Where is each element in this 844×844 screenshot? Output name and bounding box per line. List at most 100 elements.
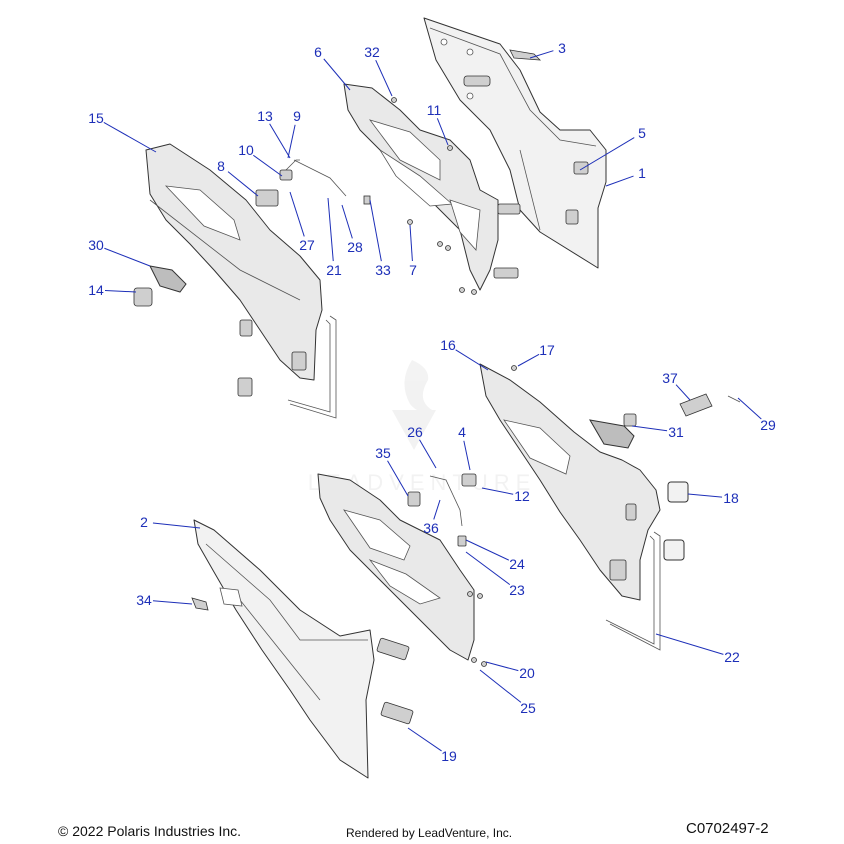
callout-33: 33: [375, 262, 391, 278]
leader-line-31: [631, 425, 668, 432]
callout-11: 11: [427, 102, 442, 118]
leader-line-27: [289, 191, 305, 237]
trim-tab-left: [237, 377, 253, 397]
leader-line-10: [253, 154, 283, 177]
callout-19: 19: [441, 748, 457, 764]
callout-16: 16: [440, 337, 456, 353]
part-11-fastener: [447, 145, 453, 151]
copyright-text: © 2022 Polaris Industries Inc.: [58, 823, 242, 839]
leader-line-15: [103, 122, 157, 153]
callout-27: 27: [299, 237, 315, 253]
part-6-inner-frame-upper: [343, 83, 521, 295]
part-2-outer-door-lower: [193, 519, 375, 779]
leader-line-37: [675, 384, 691, 401]
callout-2: 2: [140, 514, 148, 530]
rendered-by-text: Rendered by LeadVenture, Inc.: [346, 826, 513, 840]
callout-24: 24: [509, 556, 525, 572]
callout-5: 5: [638, 125, 646, 141]
callout-8: 8: [217, 158, 225, 174]
leader-line-20: [485, 661, 519, 672]
part-7-fastener: [407, 219, 413, 225]
leader-line-8: [227, 171, 259, 197]
callout-18: 18: [723, 490, 739, 506]
part-30-door-pull: [149, 265, 187, 293]
callout-12: 12: [514, 488, 530, 504]
part-17-fastener: [511, 365, 517, 371]
latch-assembly-left: [255, 159, 347, 207]
leader-line-7: [409, 224, 413, 262]
leader-line-11: [436, 118, 449, 146]
part-33-clip: [363, 195, 371, 205]
leader-line-17: [517, 353, 540, 367]
callout-15: 15: [88, 110, 104, 126]
callout-14: 14: [88, 282, 104, 298]
part-19-bracket: [376, 637, 414, 725]
leader-line-24: [465, 539, 510, 561]
callout-6: 6: [314, 44, 322, 60]
part-37-pin: [679, 393, 713, 417]
inner-frame-lower: [317, 473, 487, 667]
leader-line-28: [341, 204, 353, 239]
leader-line-26: [419, 439, 437, 469]
callout-3: 3: [558, 40, 566, 56]
callout-30: 30: [88, 237, 104, 253]
callout-34: 34: [136, 592, 152, 608]
part-1-outer-door-upper: [423, 17, 607, 269]
latch-assembly-lower: [407, 473, 477, 547]
leader-line-22: [655, 633, 724, 655]
leader-line-29: [737, 397, 762, 420]
part-15-inner-trim-left: [145, 143, 323, 381]
part-31-door-pull: [589, 413, 637, 449]
leader-line-23: [465, 551, 511, 586]
leader-line-12: [481, 487, 514, 495]
part-34-clip: [191, 597, 209, 611]
callout-20: 20: [519, 665, 535, 681]
leader-line-32: [375, 59, 393, 97]
leader-line-3: [529, 50, 554, 59]
leader-line-19: [407, 727, 442, 752]
part-32-fastener: [391, 97, 397, 103]
callout-26: 26: [407, 424, 423, 440]
callout-17: 17: [539, 342, 555, 358]
callout-25: 25: [520, 700, 536, 716]
callout-28: 28: [347, 239, 363, 255]
callout-22: 22: [724, 649, 740, 665]
callout-21: 21: [326, 262, 342, 278]
callout-13: 13: [257, 108, 273, 124]
callout-32: 32: [364, 44, 380, 60]
part-22-seal-strip: [605, 531, 661, 651]
leader-line-6: [323, 58, 351, 91]
callout-35: 35: [375, 445, 391, 461]
callout-7: 7: [409, 262, 417, 278]
part-3-handle: [509, 49, 542, 61]
callout-4: 4: [458, 424, 466, 440]
leader-line-34: [152, 600, 193, 605]
leader-line-14: [104, 289, 137, 293]
leader-line-4: [463, 440, 471, 471]
leader-line-13: [269, 123, 291, 159]
leader-line-9: [287, 124, 296, 159]
leader-line-35: [387, 460, 409, 497]
leader-line-30: [104, 247, 151, 267]
leader-line-5: [579, 137, 635, 171]
leader-line-33: [369, 199, 382, 262]
figure-id-text: C0702497-2: [686, 820, 769, 837]
callout-10: 10: [238, 142, 254, 158]
leader-line-16: [455, 349, 489, 371]
part-14-latch-bezel: [133, 287, 153, 307]
callout-36: 36: [423, 520, 439, 536]
part-18-cover: [663, 481, 689, 561]
callout-9: 9: [293, 108, 301, 124]
callout-23: 23: [509, 582, 525, 598]
callout-31: 31: [668, 424, 684, 440]
leader-line-25: [479, 669, 522, 703]
callout-29: 29: [760, 417, 776, 433]
part-16-inner-trim-right: [479, 363, 661, 601]
leader-line-2: [152, 522, 201, 529]
part-29-bolt: [727, 395, 741, 403]
callout-37: 37: [662, 370, 678, 386]
leader-line-1: [605, 175, 634, 187]
seal-strip-left: [287, 315, 337, 419]
